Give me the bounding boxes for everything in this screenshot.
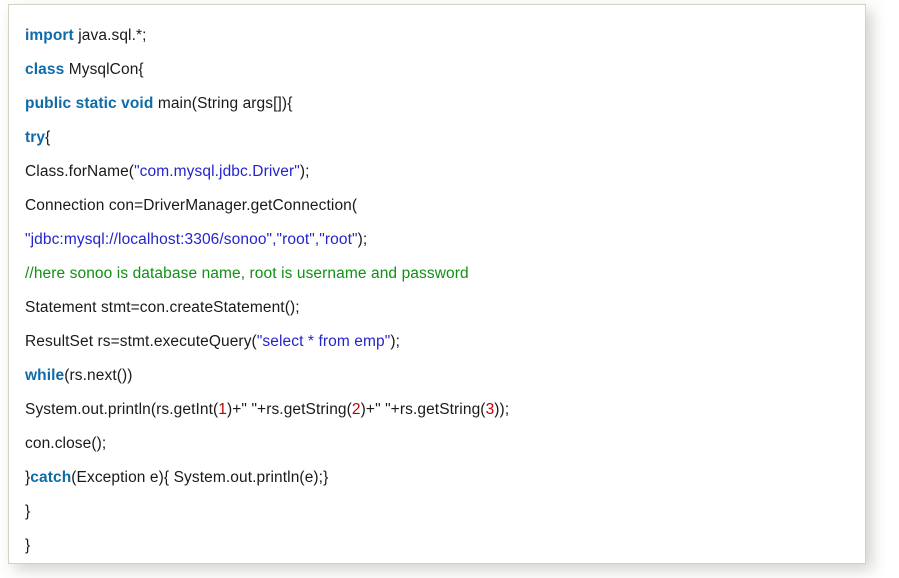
code-token-plain: } [25, 537, 31, 554]
code-line: while(rs.next()) [25, 359, 865, 393]
code-line: public static void main(String args[]){ [25, 87, 865, 121]
code-token-string: "select * from emp" [256, 333, 391, 350]
code-token-plain: )+" "+rs.getString( [360, 401, 486, 418]
code-token-plain: } [25, 469, 31, 486]
code-token-plain: MysqlCon{ [64, 61, 144, 78]
code-token-keyword: public static void [25, 95, 154, 112]
code-token-plain: ); [357, 231, 368, 248]
code-line: Connection con=DriverManager.getConnecti… [25, 189, 865, 223]
code-token-plain: )); [494, 401, 510, 418]
code-line: import java.sql.*; [25, 19, 865, 53]
code-token-plain: java.sql.*; [73, 27, 147, 44]
code-token-plain: System.out.println(rs.getInt( [25, 401, 219, 418]
code-token-keyword: while [25, 367, 65, 384]
code-token-number: 2 [351, 401, 361, 418]
code-line: Class.forName("com.mysql.jdbc.Driver"); [25, 155, 865, 189]
code-token-plain: ResultSet rs=stmt.executeQuery( [25, 333, 257, 350]
code-line: ResultSet rs=stmt.executeQuery("select *… [25, 325, 865, 359]
code-token-string: "com.mysql.jdbc.Driver" [134, 163, 300, 180]
code-token-keyword: import [25, 27, 74, 44]
code-token-plain: { [45, 129, 51, 146]
code-snippet-card: import java.sql.*;class MysqlCon{public … [8, 4, 866, 564]
code-token-plain: Statement stmt=con.createStatement(); [25, 299, 300, 316]
code-block[interactable]: import java.sql.*;class MysqlCon{public … [9, 5, 865, 563]
code-token-plain: con.close(); [25, 435, 107, 452]
code-line: } [25, 495, 865, 529]
code-line: }catch(Exception e){ System.out.println(… [25, 461, 865, 495]
code-token-plain: } [25, 503, 31, 520]
code-token-plain: ); [299, 163, 310, 180]
code-token-plain: )+" "+rs.getString( [227, 401, 352, 418]
code-token-plain: (Exception e){ System.out.println(e);} [71, 469, 329, 486]
code-line: class MysqlCon{ [25, 53, 865, 87]
code-token-keyword: class [25, 61, 65, 78]
code-token-plain: Class.forName( [25, 163, 135, 180]
code-token-plain: Connection con=DriverManager.getConnecti… [25, 197, 358, 214]
code-token-keyword: try [25, 129, 46, 146]
code-line: System.out.println(rs.getInt(1)+" "+rs.g… [25, 393, 865, 427]
code-line: try{ [25, 121, 865, 155]
code-token-plain: ); [390, 333, 400, 350]
code-line: "jdbc:mysql://localhost:3306/sonoo","roo… [25, 223, 865, 257]
code-token-string: "jdbc:mysql://localhost:3306/sonoo","roo… [25, 231, 358, 248]
code-token-comment: //here sonoo is database name, root is u… [25, 265, 469, 282]
code-token-plain: (rs.next()) [64, 367, 133, 384]
code-line: } [25, 529, 865, 563]
code-token-number: 1 [218, 401, 228, 418]
code-line: Statement stmt=con.createStatement(); [25, 291, 865, 325]
code-token-plain: main(String args[]){ [153, 95, 293, 112]
code-line: //here sonoo is database name, root is u… [25, 257, 865, 291]
code-token-number: 3 [485, 401, 495, 418]
code-token-keyword: catch [30, 469, 72, 486]
code-line: con.close(); [25, 427, 865, 461]
